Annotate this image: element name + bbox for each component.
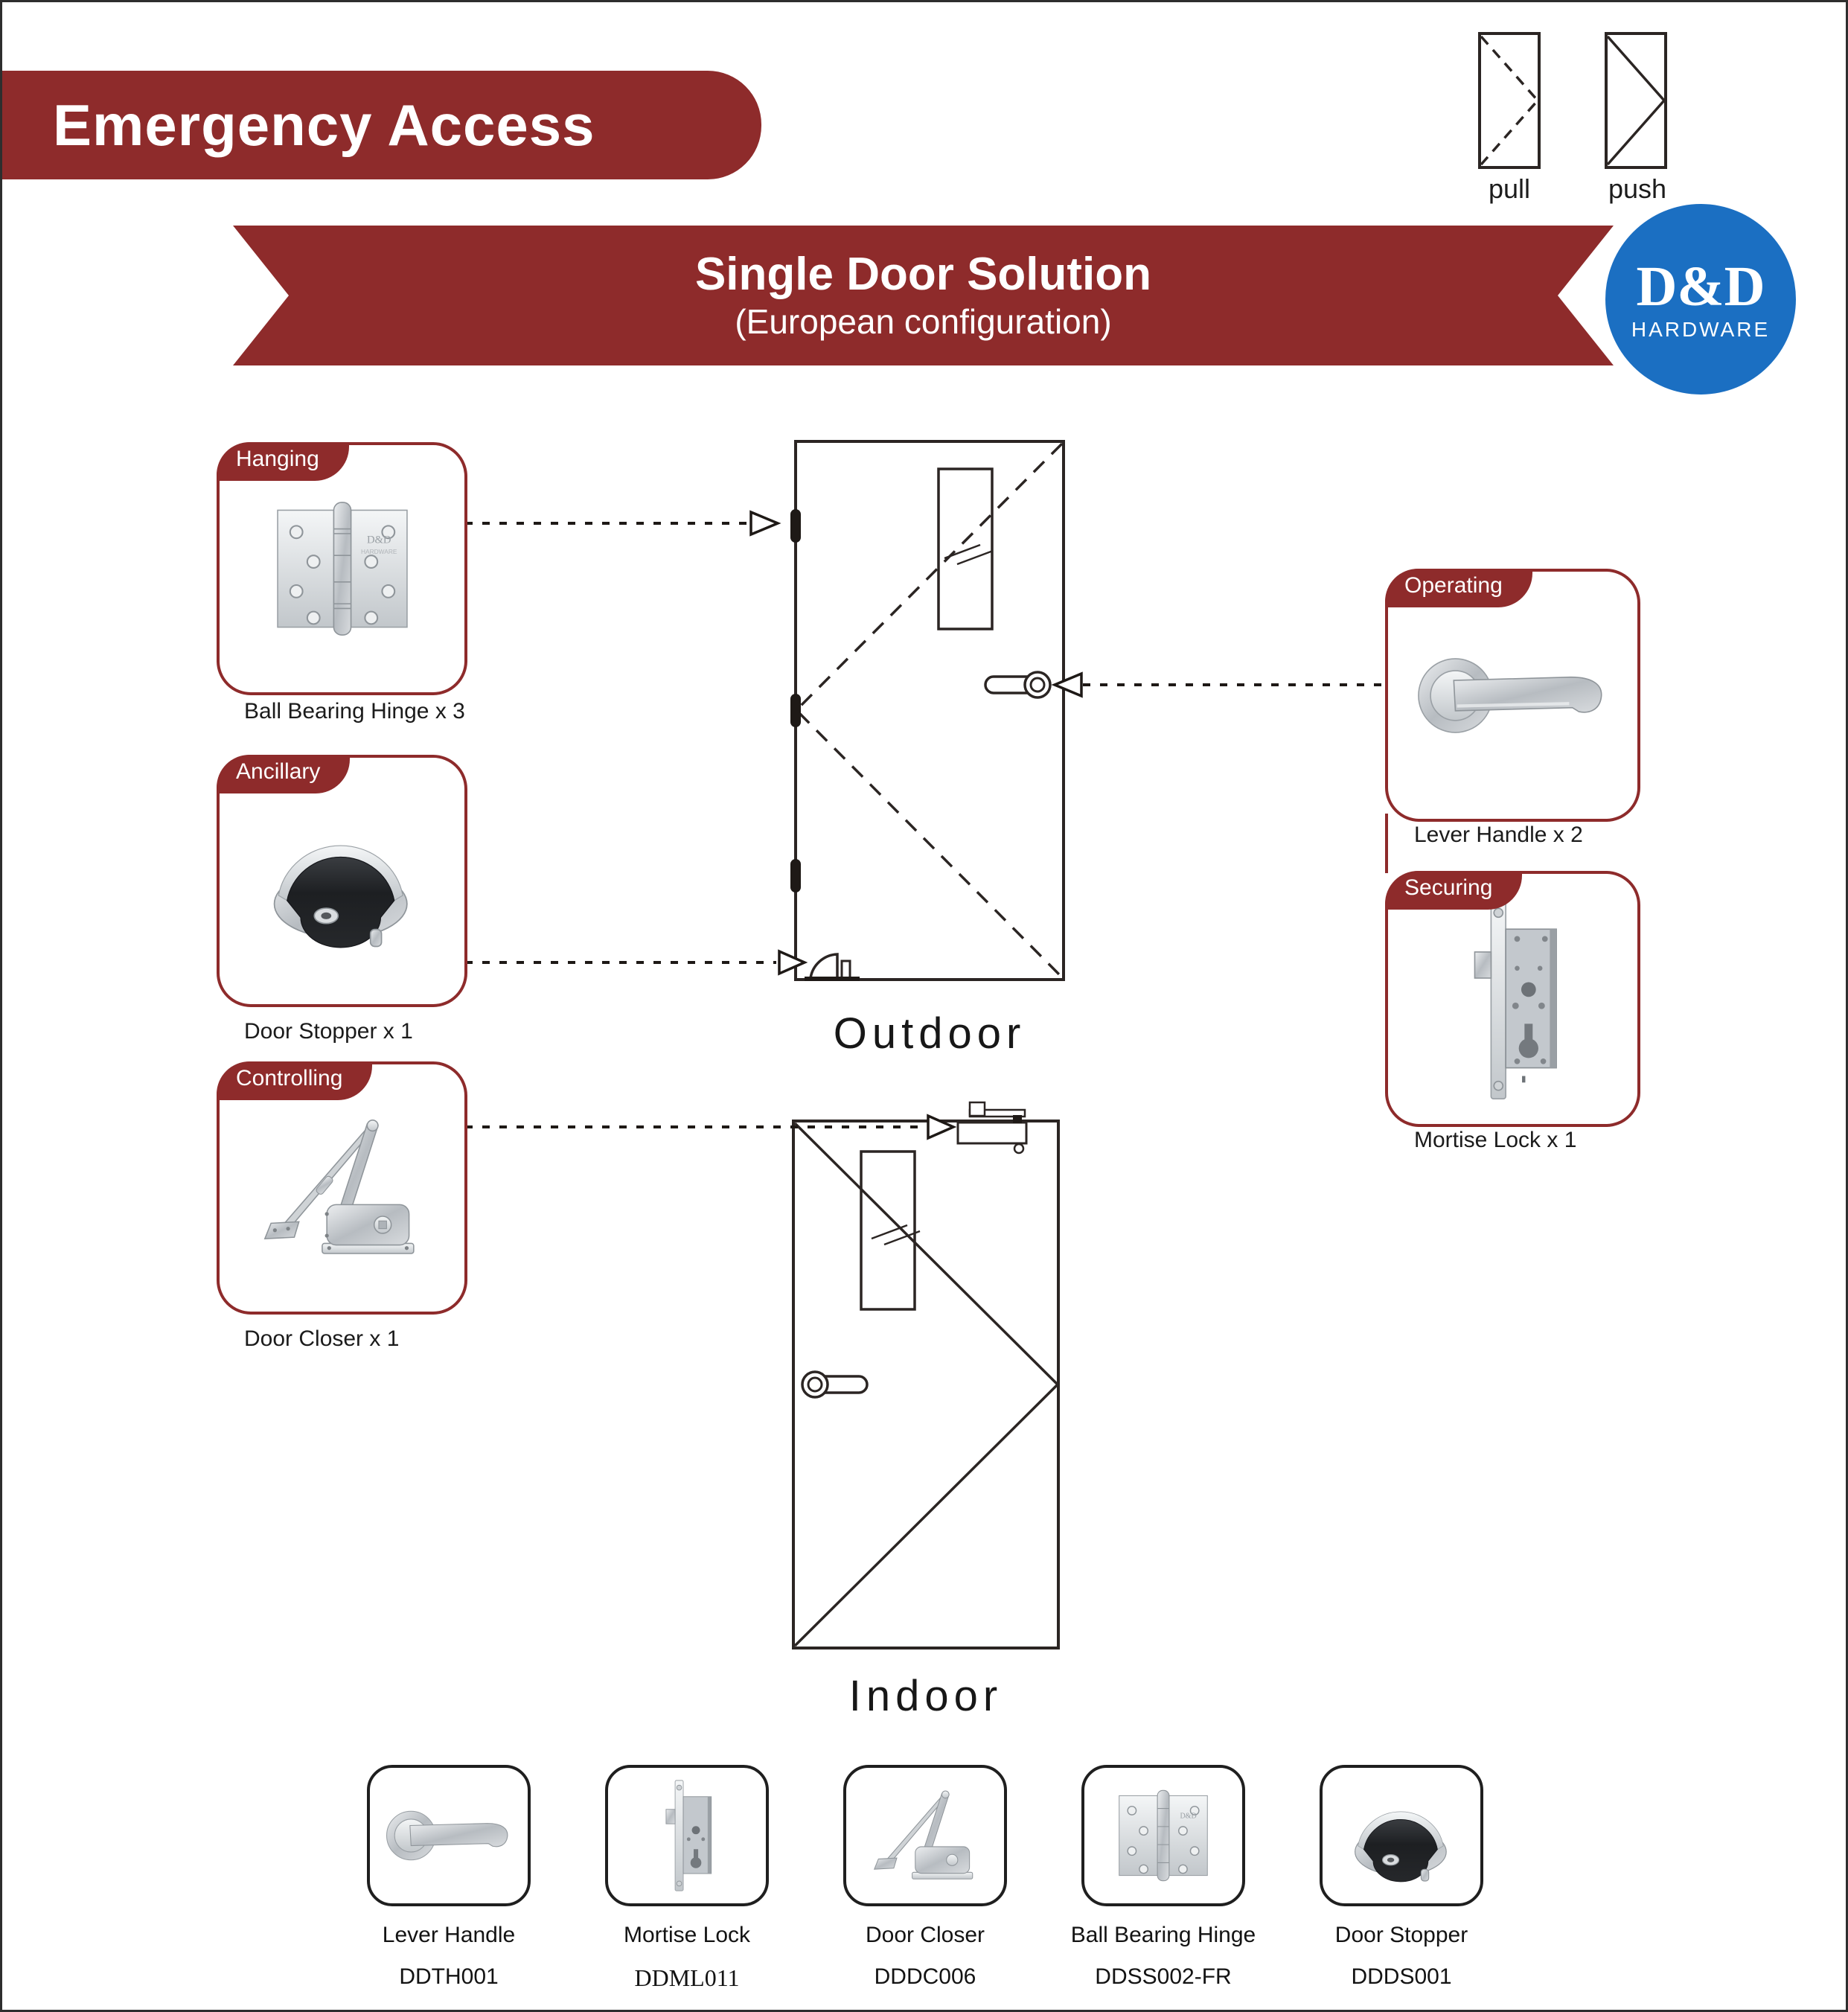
callout-controlling: Controlling xyxy=(217,1061,467,1315)
securing-tab: Securing xyxy=(1385,871,1523,910)
product-model: DDTH001 xyxy=(399,1964,499,1989)
outdoor-door-diagram xyxy=(465,440,1385,981)
hinge-mark-bottom xyxy=(790,859,801,892)
indoor-label: Indoor xyxy=(848,1672,1003,1720)
product-name: Door Stopper xyxy=(1334,1923,1468,1947)
product-box-mortise-lock xyxy=(605,1765,769,1906)
outdoor-stopper-symbol xyxy=(805,953,860,981)
svg-text:D&D: D&D xyxy=(1180,1812,1196,1820)
mortise-lock-image xyxy=(665,1780,712,1891)
hinge-mark-top xyxy=(790,509,801,543)
pull-door-icon xyxy=(1478,32,1541,169)
outdoor-swing-dashed xyxy=(794,442,1064,979)
page-title: Emergency Access xyxy=(53,92,595,158)
indoor-door-leaf xyxy=(792,1120,1060,1649)
ribbon-title: Single Door Solution xyxy=(694,249,1152,300)
logo-subtext: HARDWARE xyxy=(1631,318,1771,341)
indoor-door-vision-panel xyxy=(860,1150,916,1311)
product-name: Ball Bearing Hinge xyxy=(1070,1923,1256,1947)
hanging-tab: Hanging xyxy=(217,442,349,481)
logo-text: D&D xyxy=(1636,255,1765,318)
callout-hanging: Hanging D&D HARDWARE xyxy=(217,442,467,695)
svg-text:D&D: D&D xyxy=(366,534,391,546)
product-name: Door Closer xyxy=(865,1923,985,1947)
product-model: DDSS002-FR xyxy=(1095,1964,1232,1989)
indoor-swing-solid xyxy=(793,1122,1060,1647)
product-model: DDDC006 xyxy=(874,1964,976,1989)
closer-arrow xyxy=(927,1114,957,1140)
stopper-arrow xyxy=(778,949,808,976)
product-box-ball-bearing-hinge: D&D xyxy=(1081,1765,1245,1906)
product-model: DDML011 xyxy=(634,1964,740,1991)
glass-marks xyxy=(944,543,994,566)
lever-handle-image xyxy=(1417,657,1602,733)
lever-handle-image xyxy=(386,1810,508,1861)
mortise-lock-image xyxy=(1474,898,1557,1099)
product-box-door-closer xyxy=(843,1765,1007,1906)
outdoor-label: Outdoor xyxy=(833,1009,1026,1058)
callout-connector-line xyxy=(1385,814,1388,873)
glass-marks xyxy=(871,1224,921,1246)
door-stopper-image xyxy=(273,845,408,948)
push-door-icon xyxy=(1605,32,1667,169)
hinge-mark-middle xyxy=(790,694,801,727)
ball-bearing-hinge-image: D&D xyxy=(1119,1789,1208,1882)
ancillary-caption: Door Stopper x 1 xyxy=(244,1019,413,1044)
pull-label: pull xyxy=(1488,173,1531,204)
outdoor-door-vision-panel xyxy=(937,467,994,630)
product-model: DDDS001 xyxy=(1351,1964,1452,1989)
product-box-door-stopper xyxy=(1320,1765,1483,1906)
door-closer-image xyxy=(873,1789,973,1880)
securing-caption: Mortise Lock x 1 xyxy=(1414,1128,1577,1152)
product-box-lever-handle xyxy=(367,1765,531,1906)
product-name: Lever Handle xyxy=(382,1923,516,1947)
controlling-tab: Controlling xyxy=(217,1061,373,1100)
indoor-closer-symbol xyxy=(956,1101,1028,1154)
hinge-arrow xyxy=(749,510,781,537)
door-closer-image xyxy=(263,1119,415,1254)
outdoor-handle-symbol xyxy=(984,671,1052,699)
indoor-door-diagram xyxy=(465,1101,1060,1649)
ball-bearing-hinge-image: D&D HARDWARE xyxy=(276,502,408,636)
indoor-handle-symbol xyxy=(801,1370,869,1399)
handle-arrow xyxy=(1051,671,1083,698)
ancillary-tab: Ancillary xyxy=(217,755,351,793)
outdoor-door-leaf xyxy=(794,440,1065,981)
svg-text:HARDWARE: HARDWARE xyxy=(360,548,397,555)
callout-securing: Securing xyxy=(1385,871,1640,1127)
push-label: push xyxy=(1608,173,1667,204)
operating-caption: Lever Handle x 2 xyxy=(1414,823,1583,847)
door-stopper-image xyxy=(1354,1810,1447,1882)
callout-operating: Operating xyxy=(1385,569,1640,822)
operating-tab: Operating xyxy=(1385,569,1532,607)
hanging-caption: Ball Bearing Hinge x 3 xyxy=(244,699,465,724)
product-name: Mortise Lock xyxy=(623,1923,751,1947)
emergency-access-banner: Emergency Access xyxy=(2,71,761,179)
dd-hardware-logo: D&D HARDWARE xyxy=(1605,204,1796,395)
callout-ancillary: Ancillary xyxy=(217,755,467,1007)
controlling-caption: Door Closer x 1 xyxy=(244,1326,400,1351)
ribbon-subtitle: (European configuration) xyxy=(735,302,1112,341)
solution-ribbon: Single Door Solution (European configura… xyxy=(233,226,1614,365)
